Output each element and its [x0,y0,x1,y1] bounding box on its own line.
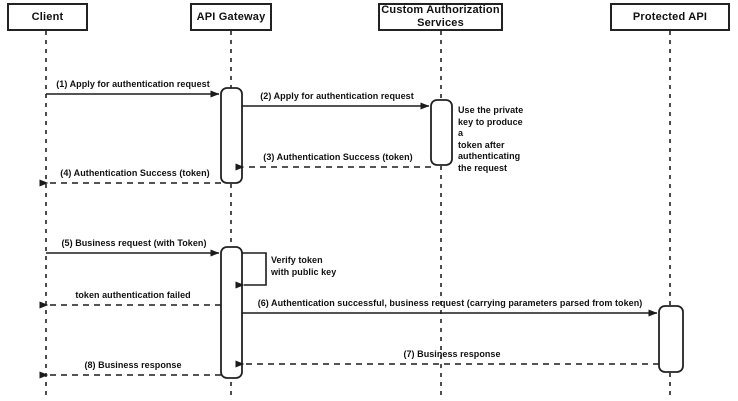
message-arrow-self-verify [235,252,267,289]
actor-label-api-gateway: API Gateway [196,10,266,23]
actor-label-client: Client [31,10,64,23]
actor-box-api-gateway: API Gateway [190,3,272,31]
message-label-1: (1) Apply for authentication request [56,79,210,89]
activation-api-gateway-auth [220,87,243,184]
note-private-key-line-5: the request [458,162,508,173]
actor-box-protected-api: Protected API [610,3,730,31]
actor-box-custom-authorization-services: Custom Authorization Services [378,3,503,31]
note-private-key-line-3: token after [458,139,505,150]
actor-label-protected-api: Protected API [632,10,708,23]
message-label-7: (7) Business response [403,349,501,359]
activation-api-gateway-business [220,246,243,379]
actor-label-custom-authorization-services: Custom Authorization Services [381,4,500,29]
message-label-3: (3) Authentication Success (token) [263,152,413,162]
message-label-5: (5) Business request (with Token) [61,238,207,248]
note-verify-token-line-2: with public key [271,266,337,277]
activation-custom-auth-service [430,99,453,166]
message-label-8: (8) Business response [84,360,182,370]
actor-box-client: Client [7,3,88,31]
activation-protected-api [658,305,684,373]
note-verify-token-line-1: Verify token [271,255,323,265]
activation-bars [220,87,684,379]
note-private-key-line-1: Use the private [458,105,524,115]
message-label-6: (6) Authentication successful, business … [257,298,643,308]
note-private-key-line-2: key to produce a [458,116,523,139]
message-label-4: (4) Authentication Success (token) [60,168,210,178]
message-label-token-failed: token authentication failed [75,290,191,300]
note-private-key-line-4: authenticating [458,151,521,161]
lifelines [45,31,671,398]
note-verify-token: Verify token with public key [271,255,366,278]
note-private-key: Use the private key to produce a token a… [458,105,528,174]
message-label-2: (2) Apply for authentication request [260,91,414,101]
